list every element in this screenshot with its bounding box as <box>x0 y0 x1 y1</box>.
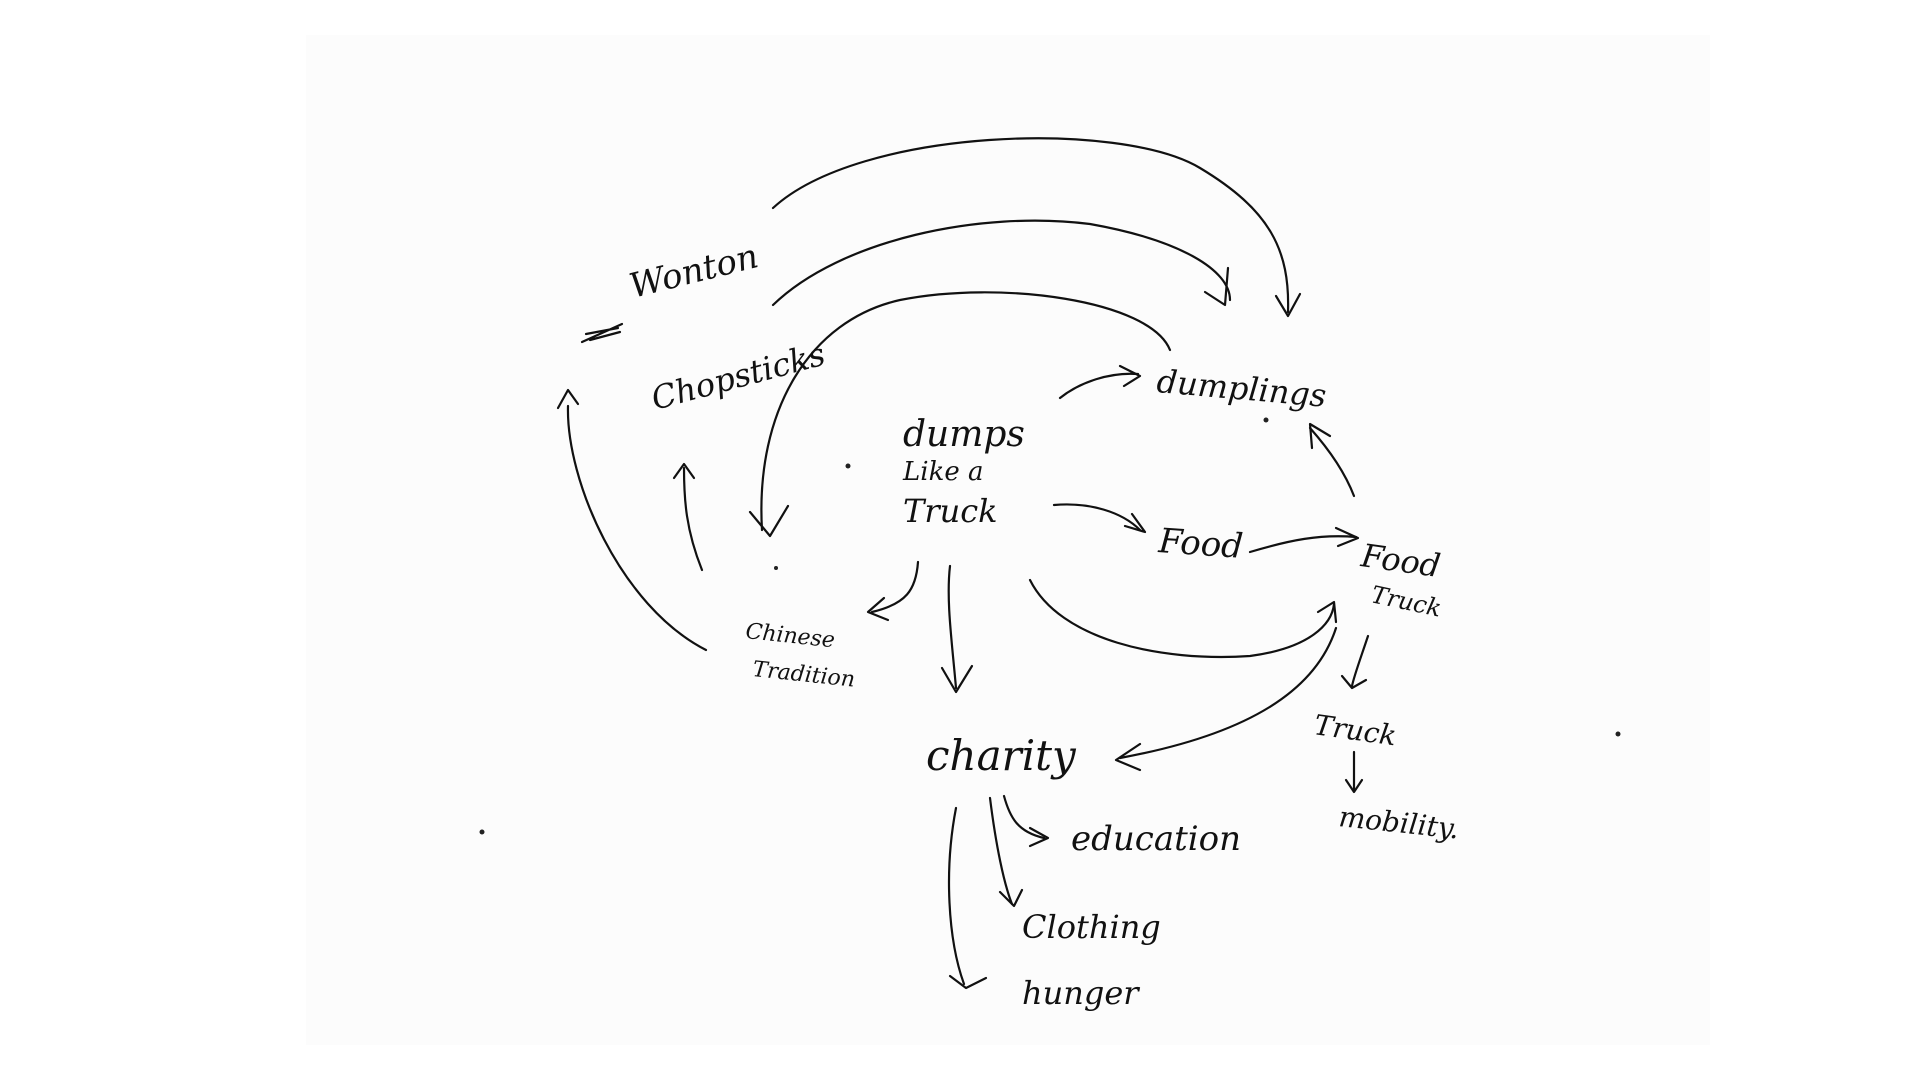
arrow-center-to-foodtruck-lower <box>1028 578 1336 659</box>
stray-dot <box>1615 731 1621 737</box>
arrowhead-center-food <box>1123 512 1147 534</box>
arrowhead-chopsticks-dumplings <box>1203 266 1230 307</box>
arrowhead-dumplings-tradition <box>748 504 790 538</box>
arrow-center-to-food <box>1052 503 1142 532</box>
arrowhead-center-tradition <box>866 596 890 622</box>
arrowhead-foodtruck-truck <box>1340 674 1368 690</box>
arrowhead-wonton-dumplings <box>1274 292 1302 318</box>
chinese-tradition-node-line1: Chinese <box>744 619 836 653</box>
education-node: education <box>1071 819 1241 859</box>
arrowhead-charity-education <box>1028 826 1050 848</box>
center-node-line3: Truck <box>903 492 998 530</box>
arrow-wonton-to-dumplings <box>771 137 1290 314</box>
arrowhead-tradition-wonton <box>556 388 580 410</box>
truck-node: Truck <box>1312 708 1399 752</box>
arrow-tradition-to-wonton <box>566 404 708 652</box>
chinese-tradition-node-line2: Tradition <box>751 657 856 693</box>
arrowhead-foodtruck-charity <box>1114 742 1142 772</box>
center-node-line1: dumps <box>903 414 1025 455</box>
arrowhead-food-foodtruck <box>1334 526 1360 548</box>
food-node: Food <box>1156 521 1244 567</box>
arrow-tradition-to-chopsticks <box>682 466 704 572</box>
arrowhead-center-dumplings <box>1118 364 1142 388</box>
arrow-charity-to-clothing <box>988 796 1014 906</box>
arrow-dumplings-to-tradition <box>760 291 1172 532</box>
paper-sheet <box>306 35 1710 1045</box>
food-truck-node-line1: Food <box>1358 536 1443 585</box>
stray-dot <box>479 829 485 835</box>
stray-dot <box>845 463 851 469</box>
dumplings-node: dumplings <box>1155 362 1328 415</box>
arrowhead-tradition-chopsticks <box>672 462 696 480</box>
arrow-foodtruck-to-charity <box>1118 626 1338 760</box>
clothing-node: Clothing <box>1022 908 1161 946</box>
food-truck-node-line2: Truck <box>1369 580 1444 622</box>
scribble-mark <box>580 322 624 344</box>
arrow-food-to-foodtruck <box>1248 535 1358 554</box>
stray-dot <box>774 566 778 570</box>
arrow-center-to-tradition <box>870 560 920 614</box>
arrowhead-charity-clothing <box>998 888 1024 908</box>
arrow-center-to-dumplings <box>1058 372 1140 400</box>
arrow-chopsticks-to-dumplings <box>771 219 1232 307</box>
chopsticks-node: Chopsticks <box>647 335 829 418</box>
center-node-line2: Like a <box>902 457 984 487</box>
arrowhead-center-foodtruck-lower <box>1316 600 1338 624</box>
stray-dot <box>1263 417 1269 423</box>
arrowhead-charity-hunger <box>948 974 988 990</box>
mobility-node: mobility. <box>1337 800 1460 845</box>
arrow-charity-to-education <box>1002 794 1046 840</box>
arrowhead-foodtruck-dumplings <box>1308 422 1332 450</box>
arrow-center-to-charity <box>947 564 958 690</box>
arrowhead-truck-mobility <box>1344 778 1364 794</box>
arrow-foodtruck-to-truck <box>1350 634 1370 688</box>
arrow-charity-to-hunger <box>947 806 966 986</box>
arrowhead-center-charity <box>940 664 974 694</box>
charity-node: charity <box>926 731 1077 780</box>
arrow-foodtruck-to-dumplings <box>1308 426 1356 498</box>
wonton-node: Wonton <box>626 236 763 307</box>
hunger-node: hunger <box>1022 974 1140 1012</box>
